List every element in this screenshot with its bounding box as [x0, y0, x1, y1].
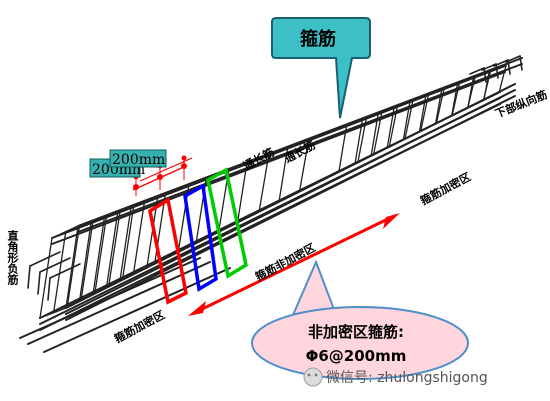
hook-bar: [483, 67, 487, 83]
longitudinal-bar: [77, 63, 523, 233]
bubble-line-2: Φ6@200mm: [306, 347, 407, 365]
stirrup: [466, 68, 492, 110]
label-left-side: 直角形负筋: [6, 230, 19, 285]
longitudinal-bar: [65, 89, 516, 315]
negative-bar: [49, 263, 81, 279]
hook-bar: [469, 67, 485, 75]
label-dense-zone-left: 箍筋加密区: [112, 307, 167, 345]
bubble-line-1: 非加密区箍筋:: [308, 323, 404, 341]
green-stirrup: [206, 167, 248, 279]
hook-bar: [505, 55, 521, 63]
negative-bar: [27, 265, 31, 289]
longitudinal-bar: [27, 261, 211, 345]
label-bottom-long-bar: 下部纵向筋: [493, 87, 549, 121]
highlighted-stirrups: [148, 167, 248, 305]
negative-bar: [37, 271, 41, 295]
hook-bar: [495, 63, 499, 79]
negative-bar: [47, 277, 51, 301]
dim-box-upper: [109, 149, 167, 168]
bubble: [251, 306, 469, 380]
negative-bar: [39, 257, 71, 273]
blue-stirrup: [183, 183, 218, 292]
hook-bar: [507, 59, 511, 75]
stirrup: [66, 214, 106, 306]
longitudinal-bar: [65, 95, 516, 321]
stirrup: [52, 219, 93, 313]
hook-bar: [481, 63, 497, 71]
red-stirrup: [148, 197, 188, 305]
watermark-text: 微信号: zhulongshigong: [326, 370, 488, 386]
hook-bar: [493, 59, 509, 67]
stirrup: [94, 204, 133, 292]
stirrup: [39, 224, 79, 320]
dim-label-upper: 200mm: [112, 152, 165, 168]
spacing-dimensions: 200mm 200mm: [89, 149, 193, 196]
negative-bar: [29, 251, 61, 267]
label-dense-zone-right: 箍筋加密区: [418, 169, 473, 207]
label-non-dense-zone: 箍筋非加密区: [253, 240, 318, 283]
hook-bar: [519, 55, 523, 71]
stirrup: [80, 209, 119, 299]
longitudinal-bar: [19, 257, 201, 339]
stirrup-callout: 箍筋: [271, 17, 371, 119]
callout-top-text: 箍筋: [300, 28, 336, 50]
stirrup: [483, 62, 508, 102]
stirrup: [278, 137, 310, 202]
stirrup: [108, 199, 146, 286]
stirrup: [121, 194, 159, 279]
label-through-bar-1: 通长筋: [241, 145, 277, 173]
stirrup: [450, 74, 477, 117]
watermark: 微信号: zhulongshigong: [303, 367, 488, 387]
stirrup: [236, 152, 270, 222]
rebar-cage: [19, 55, 523, 353]
wechat-icon: [303, 367, 323, 387]
non-dense-stirrup-callout: 非加密区箍筋: Φ6@200mm: [251, 259, 469, 380]
non-dense-zone-arrow: [188, 213, 400, 316]
callout-box: [271, 17, 371, 119]
longitudinal-bar: [51, 71, 506, 245]
